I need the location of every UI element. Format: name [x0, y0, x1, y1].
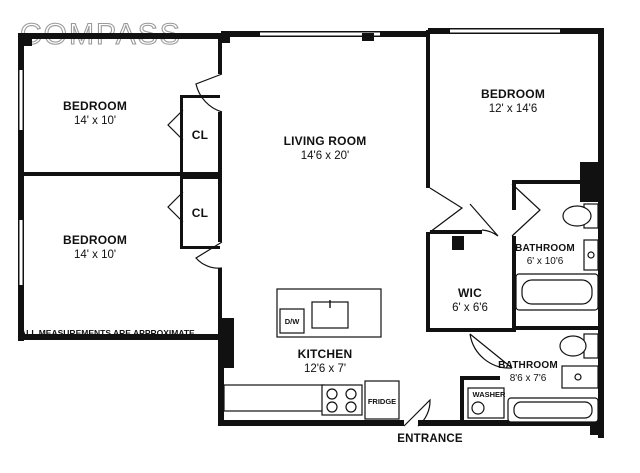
wic-dims: 6' x 6'6: [452, 302, 488, 314]
bathroom-lower-name: BATHROOM: [498, 360, 558, 371]
kitchen-dims: 12'6 x 7': [304, 363, 346, 375]
bedroom-bottom-left-dims: 14' x 10': [74, 249, 116, 261]
bedroom-bottom-left-name: BEDROOM: [63, 233, 127, 247]
dishwasher-label: D/W: [285, 317, 301, 326]
upper-bathroom-fixtures: [515, 203, 599, 311]
interior-walls: [18, 30, 602, 426]
dryer-label: DRYER: [476, 419, 503, 428]
entrance-label: ENTRANCE: [397, 433, 463, 445]
wic-name: WIC: [458, 286, 482, 300]
washer-label: WASHER: [473, 390, 507, 399]
bedroom-right-dims: 12' x 14'6: [489, 103, 538, 115]
windows: [19, 29, 560, 285]
dishwasher: [279, 308, 305, 334]
washer-drum: [471, 401, 485, 415]
measurement-note: ALL MEASUREMENTS ARE APPROXIMATE: [20, 328, 195, 338]
bathroom-upper-name: BATHROOM: [515, 243, 575, 254]
living-room-dims: 14'6 x 20': [301, 150, 350, 162]
closets: [167, 95, 220, 249]
bathroom-upper-dims: 6' x 10'6: [527, 256, 564, 267]
kitchen-counter: [223, 384, 363, 416]
living-room-name: LIVING ROOM: [284, 134, 367, 148]
doors: [195, 73, 541, 427]
fridge: [364, 380, 400, 420]
bedroom-right-name: BEDROOM: [481, 87, 545, 101]
kitchen-name: KITCHEN: [298, 347, 353, 361]
bedroom-top-left-dims: 14' x 10': [74, 115, 116, 127]
closet-bottom-label: CL: [192, 206, 208, 220]
fridge-label: FRIDGE: [368, 397, 396, 406]
closet-top-label: CL: [192, 128, 208, 142]
bedroom-top-left-name: BEDROOM: [63, 99, 127, 113]
lower-bathroom-fixtures: [507, 333, 599, 423]
bathroom-lower-dims: 8'6 x 7'6: [510, 373, 547, 384]
